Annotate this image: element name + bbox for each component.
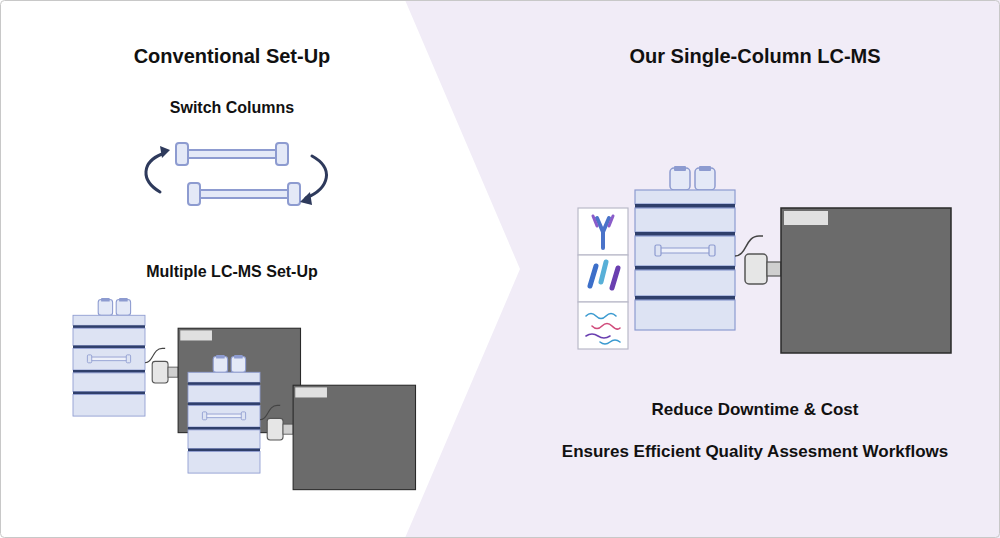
panel-outline (405, 0, 1000, 538)
panel-text: Switch Columns (170, 99, 294, 117)
text-holder: Conventional Set-Up (134, 45, 331, 68)
panel-heading: Our Single-Column LC-MS (629, 45, 880, 68)
panel-text: Ensures Efficient Quality Assesment Work… (562, 442, 948, 462)
text-holder: Ensures Efficient Quality Assesment Work… (562, 442, 948, 462)
text-holder: Switch Columns (170, 99, 294, 117)
text-holder: Reduce Downtime & Cost (652, 400, 859, 420)
text-holder: Multiple LC-MS Set-Up (146, 263, 318, 281)
panel-text: Reduce Downtime & Cost (652, 400, 859, 420)
text-holder: Our Single-Column LC-MS (629, 45, 880, 68)
panel-heading: Conventional Set-Up (134, 45, 331, 68)
panel-text: Multiple LC-MS Set-Up (146, 263, 318, 281)
